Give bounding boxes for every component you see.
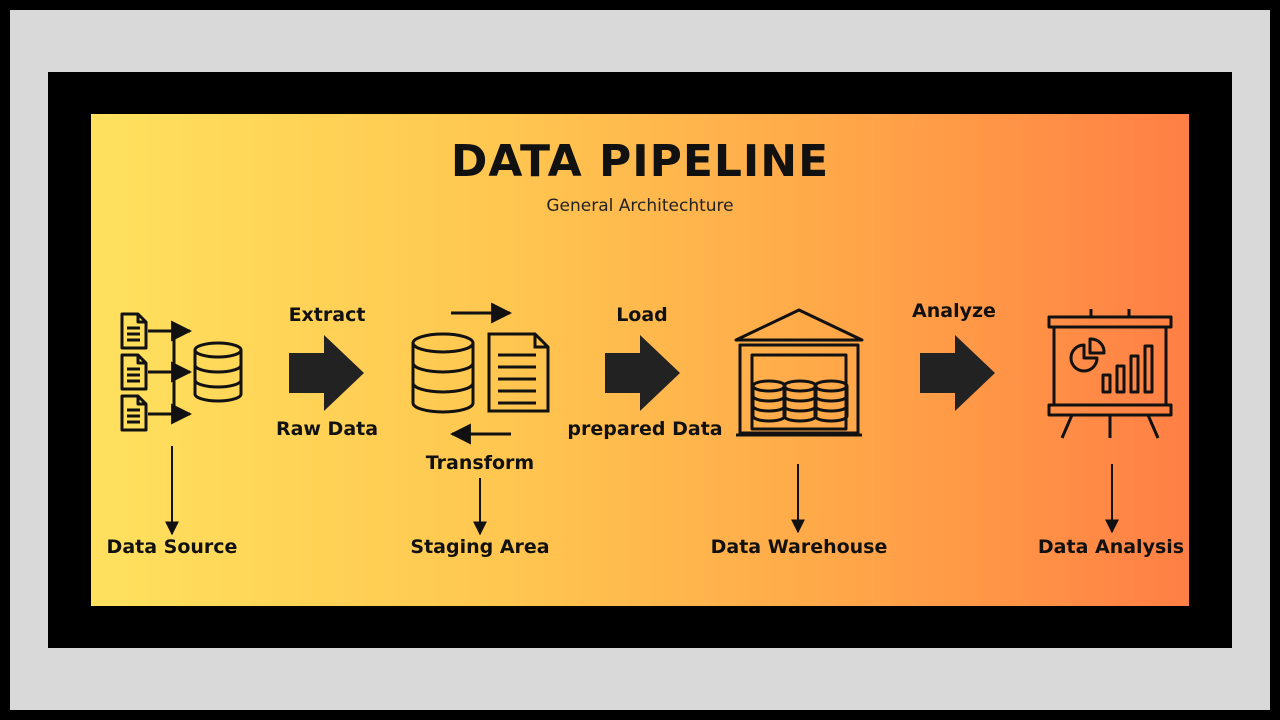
data-analysis-label: Data Analysis [1037,536,1185,558]
transform-label: Transform [425,452,535,474]
extract-label: Extract [288,304,366,326]
load-label: Load [616,304,668,326]
warehouse-icon [734,308,864,437]
analyze-arrow [920,335,995,411]
diagram-subtitle: General Architechture [546,196,734,216]
data-source-label: Data Source [106,536,238,558]
load-arrow [605,335,680,411]
raw-data-label: Raw Data [275,418,379,440]
data-warehouse-label: Data Warehouse [710,536,888,558]
extract-arrow [289,335,364,411]
database-icon [193,341,243,403]
diagram-title: DATA PIPELINE [450,136,830,187]
document-stack-icon [120,312,193,432]
database-document-icon [411,332,550,414]
analyze-label: Analyze [912,300,996,322]
presentation-chart-icon [1047,309,1173,439]
staging-area-label: Staging Area [410,536,550,558]
prepared-data-label: prepared Data [567,418,723,440]
